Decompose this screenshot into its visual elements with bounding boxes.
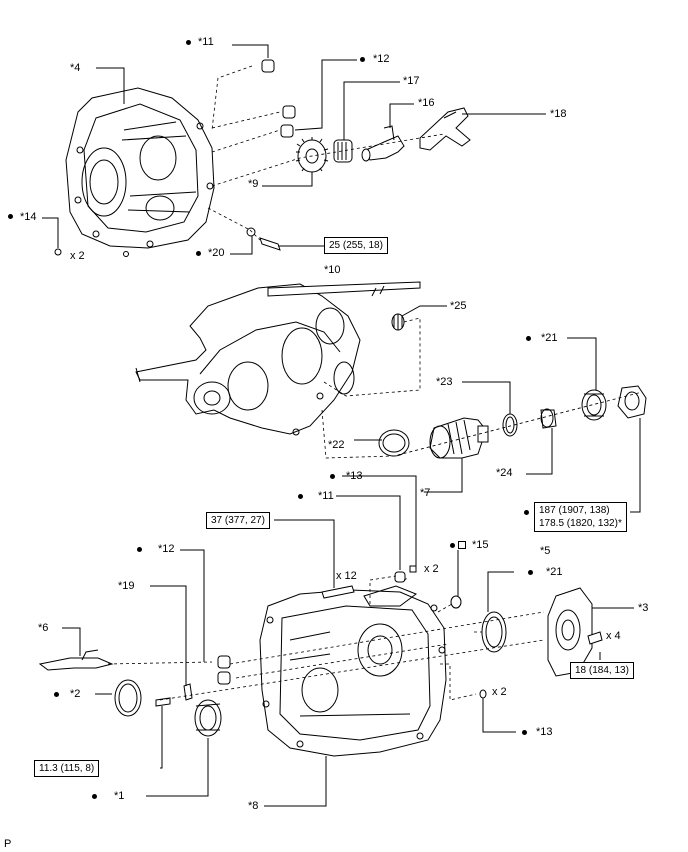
critical-part-dot	[92, 794, 97, 799]
upper-case-housing	[65, 87, 215, 257]
part-label-25: *25	[450, 300, 467, 312]
part-label-8: *8	[248, 800, 259, 812]
torque-spec-20: 25 (255, 18)	[324, 237, 388, 254]
part-label-17: *17	[403, 75, 420, 87]
critical-part-dot	[196, 251, 201, 256]
part-label-5: *5	[540, 545, 551, 557]
lock-nut	[617, 385, 647, 419]
quantity-case-bolt: x 12	[336, 570, 357, 582]
case-bolt	[321, 585, 355, 599]
part-label-21a: *21	[541, 332, 558, 344]
quantity-13a: x 2	[424, 563, 439, 575]
part-label-7: *7	[420, 487, 431, 499]
critical-part-dot	[360, 57, 365, 62]
part-label-11b: *11	[318, 490, 334, 502]
torque-spec-nut-line2: 178.5 (1820, 132)*	[539, 518, 622, 529]
quantity-14: x 2	[70, 250, 85, 262]
part-label-24: *24	[496, 467, 513, 479]
part-label-13b: *13	[536, 726, 553, 738]
part-label-12a: *12	[373, 53, 390, 65]
part-label-14: *14	[20, 211, 37, 223]
critical-part-dot	[522, 730, 527, 735]
gear-7	[429, 417, 489, 459]
part-label-1: *1	[114, 790, 125, 802]
part-label-3: *3	[638, 602, 649, 614]
part-label-10: *10	[324, 264, 341, 276]
part-label-23: *23	[436, 376, 453, 388]
critical-part-dot	[524, 510, 529, 515]
critical-part-dot	[8, 214, 13, 219]
bearing-25	[391, 313, 405, 331]
pin-19	[183, 683, 193, 701]
critical-part-dot	[450, 543, 455, 548]
part-label-6: *6	[38, 622, 49, 634]
part-label-13a: *13	[346, 470, 363, 482]
critical-part-dot	[186, 40, 191, 45]
footer-code: P	[4, 838, 12, 850]
torque-spec-19: 11.3 (115, 8)	[34, 760, 100, 777]
part-11-sleeve	[261, 59, 275, 73]
fork-6	[38, 649, 114, 671]
critical-part-dot	[528, 570, 533, 575]
needle-bearing-17	[333, 139, 353, 163]
critical-part-dot	[54, 692, 59, 697]
critical-part-dot	[137, 547, 142, 552]
part-label-22: *22	[328, 439, 345, 451]
critical-part-dot	[330, 474, 335, 479]
part-label-20: *20	[208, 247, 225, 259]
non-reusable-square-icon	[458, 541, 466, 549]
quantity-13b: x 2	[492, 686, 507, 698]
torque-spec-nut: 187 (1907, 138) 178.5 (1820, 132)*	[534, 502, 627, 532]
shaft-16	[361, 125, 405, 162]
fork-18	[419, 107, 471, 151]
lower-case-housing	[259, 585, 447, 757]
part-label-19: *19	[118, 580, 135, 592]
torque-spec-case-bolt: 37 (377, 27)	[206, 512, 270, 529]
torque-spec-3: 18 (184, 13)	[570, 662, 634, 679]
part-label-16: *16	[418, 97, 435, 109]
part-label-11a: *11	[198, 36, 214, 48]
part-label-18: *18	[550, 108, 567, 120]
bearing-21-upper	[581, 389, 607, 421]
part-label-4: *4	[70, 62, 81, 74]
part-label-9: *9	[248, 178, 259, 190]
bearing-1	[194, 699, 222, 737]
part-label-2: *2	[70, 688, 81, 700]
critical-part-dot	[298, 494, 303, 499]
seal-21-lower	[481, 611, 507, 653]
spacer-24	[540, 408, 557, 429]
transmission-core-assembly	[135, 281, 421, 436]
part-label-12b: *12	[158, 543, 175, 555]
seal-2	[114, 679, 142, 717]
part-label-15: *15	[472, 539, 489, 551]
quantity-3: x 4	[606, 630, 621, 642]
part-label-21b: *21	[546, 566, 563, 578]
critical-part-dot	[526, 336, 531, 341]
torque-spec-nut-line1: 187 (1907, 138)	[539, 505, 610, 516]
